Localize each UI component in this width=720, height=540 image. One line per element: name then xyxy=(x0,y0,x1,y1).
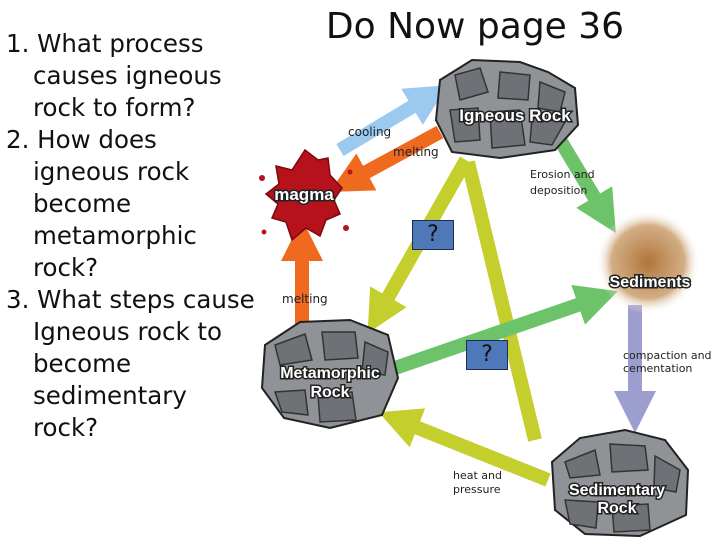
cooling-arrow xyxy=(336,85,449,157)
metamorphic-rock-label-line1: Metamorphic xyxy=(280,365,380,382)
compaction-label-line2: cementation xyxy=(623,362,692,375)
magma-node: magma xyxy=(259,148,353,242)
igneous-rock-node: Igneous Rock xyxy=(434,58,580,160)
magma-label: magma xyxy=(274,185,334,204)
heat-pressure-arrow xyxy=(378,408,551,487)
sedimentary-to-igneous-arrow xyxy=(461,160,542,442)
igneous-rock-label: Igneous Rock xyxy=(459,106,571,125)
heat-pressure-label-line1: heat and xyxy=(453,469,502,482)
question-3: 3. What steps cause Igneous rock to beco… xyxy=(6,285,255,442)
melting-arrow-top xyxy=(329,125,444,193)
metamorphic-rock-node: Metamorphic Rock xyxy=(260,318,400,430)
question-2: 2. How does igneous rock become metamorp… xyxy=(6,125,197,282)
sediments-node: Sediments xyxy=(596,210,700,314)
unknown-process-box-2: ? xyxy=(466,340,508,370)
weathering-arrow-metamorphic xyxy=(392,284,618,375)
melting-label-top: melting xyxy=(393,145,439,159)
question-list: 1. What process causes igneous rock to f… xyxy=(6,28,256,444)
question-1: 1. What process causes igneous rock to f… xyxy=(6,29,222,122)
sediments-label: Sediments xyxy=(610,274,691,291)
sedimentary-rock-label-line1: Sedimentary xyxy=(569,482,665,499)
erosion-label-line2: deposition xyxy=(530,184,587,197)
unknown-process-box-1: ? xyxy=(412,220,454,250)
sedimentary-rock-label-line2: Rock xyxy=(597,500,636,517)
erosion-arrow-igneous xyxy=(553,136,616,234)
heat-pressure-label-line2: pressure xyxy=(453,483,501,496)
sedimentary-rock-node: Sedimentary Rock xyxy=(550,428,690,538)
compaction-label-line1: compaction and xyxy=(623,349,712,362)
page-title: Do Now page 36 xyxy=(325,6,625,47)
cooling-label: cooling xyxy=(348,125,391,139)
metamorphic-rock-label-line2: Rock xyxy=(310,384,349,401)
melting-label-left: melting xyxy=(282,292,328,306)
erosion-label-line1: Erosion and xyxy=(530,168,595,181)
